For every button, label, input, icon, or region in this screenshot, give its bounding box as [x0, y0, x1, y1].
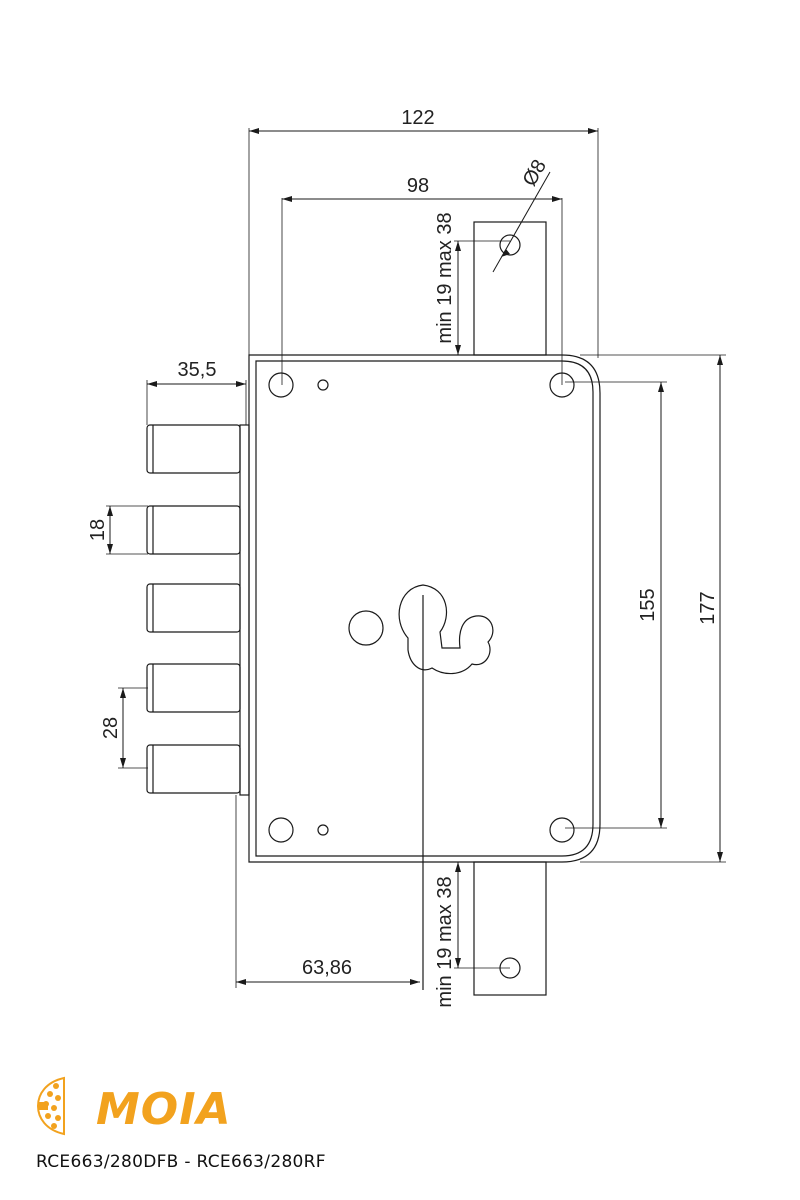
mounting-hole — [268, 372, 294, 398]
bolt-1 — [146, 424, 241, 474]
bolt-2 — [146, 505, 241, 555]
dim-hole-vertical: 155 — [637, 588, 659, 621]
small-hole — [317, 379, 329, 391]
dim-backset-top: 35,5 — [178, 359, 217, 381]
mounting-hole — [549, 372, 575, 398]
dim-rod-range-top: min 19 max 38 — [434, 212, 456, 343]
lock-case — [239, 354, 601, 863]
top-rod-plate — [473, 221, 547, 356]
dim-bolt-pitch: 28 — [100, 717, 122, 739]
moia-shield-icon — [36, 1076, 65, 1136]
dim-hole-diameter: Ø8 — [519, 156, 551, 190]
mounting-hole — [549, 817, 575, 843]
model-number: RCE663/280DFB - RCE663/280RF — [36, 1152, 326, 1172]
bottom-rod-plate — [473, 861, 547, 996]
bolt-3 — [146, 583, 241, 633]
mounting-hole — [268, 817, 294, 843]
small-hole — [317, 824, 329, 836]
dim-hole-spacing: 98 — [407, 175, 429, 197]
dim-backset: 63,86 — [302, 957, 352, 979]
bolt-5 — [146, 744, 241, 794]
bolt-4 — [146, 663, 241, 713]
dim-bolt-height: 18 — [87, 519, 109, 541]
keyhole — [348, 584, 494, 990]
dim-overall-height: 177 — [697, 591, 719, 624]
spindle-hole — [348, 610, 384, 646]
dimension-arrows — [107, 128, 723, 985]
brand-logo: MOIA — [96, 1084, 232, 1135]
dim-overall-width: 122 — [401, 107, 434, 129]
mounting-holes — [268, 372, 575, 843]
bolts — [146, 424, 241, 794]
dim-rod-range-bottom: min 19 max 38 — [434, 876, 456, 1007]
extension-lines — [106, 128, 726, 988]
dimension-lines — [109, 130, 721, 983]
lock-technical-drawing: 122 98 Ø8 35,5 18 28 155 177 63,86 min 1… — [87, 107, 726, 1008]
